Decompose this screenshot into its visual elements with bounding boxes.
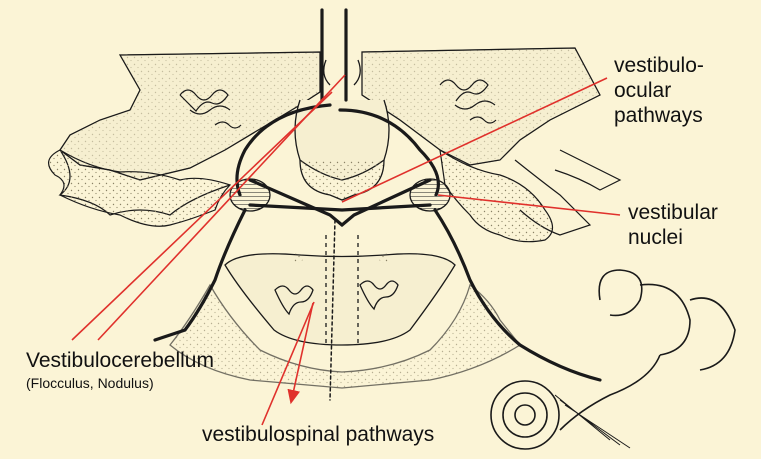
label-vestibulo-ocular-line2: ocular [614,78,704,103]
label-vestibulospinal: vestibulospinal pathways [202,422,434,447]
label-vestibular-nuclei: vestibular nuclei [628,200,718,250]
label-vestibulocerebellum-sub: (Flocculus, Nodulus) [26,375,154,392]
label-vestibulo-ocular-line1: vestibulo- [614,53,704,78]
label-vestibulocerebellum: Vestibulocerebellum [26,348,214,373]
label-vestibulo-ocular: vestibulo- ocular pathways [614,53,704,129]
label-vestibular-nuclei-line2: nuclei [628,225,718,250]
label-vestibular-nuclei-line1: vestibular [628,200,718,225]
label-vestibulo-ocular-line3: pathways [614,103,704,128]
